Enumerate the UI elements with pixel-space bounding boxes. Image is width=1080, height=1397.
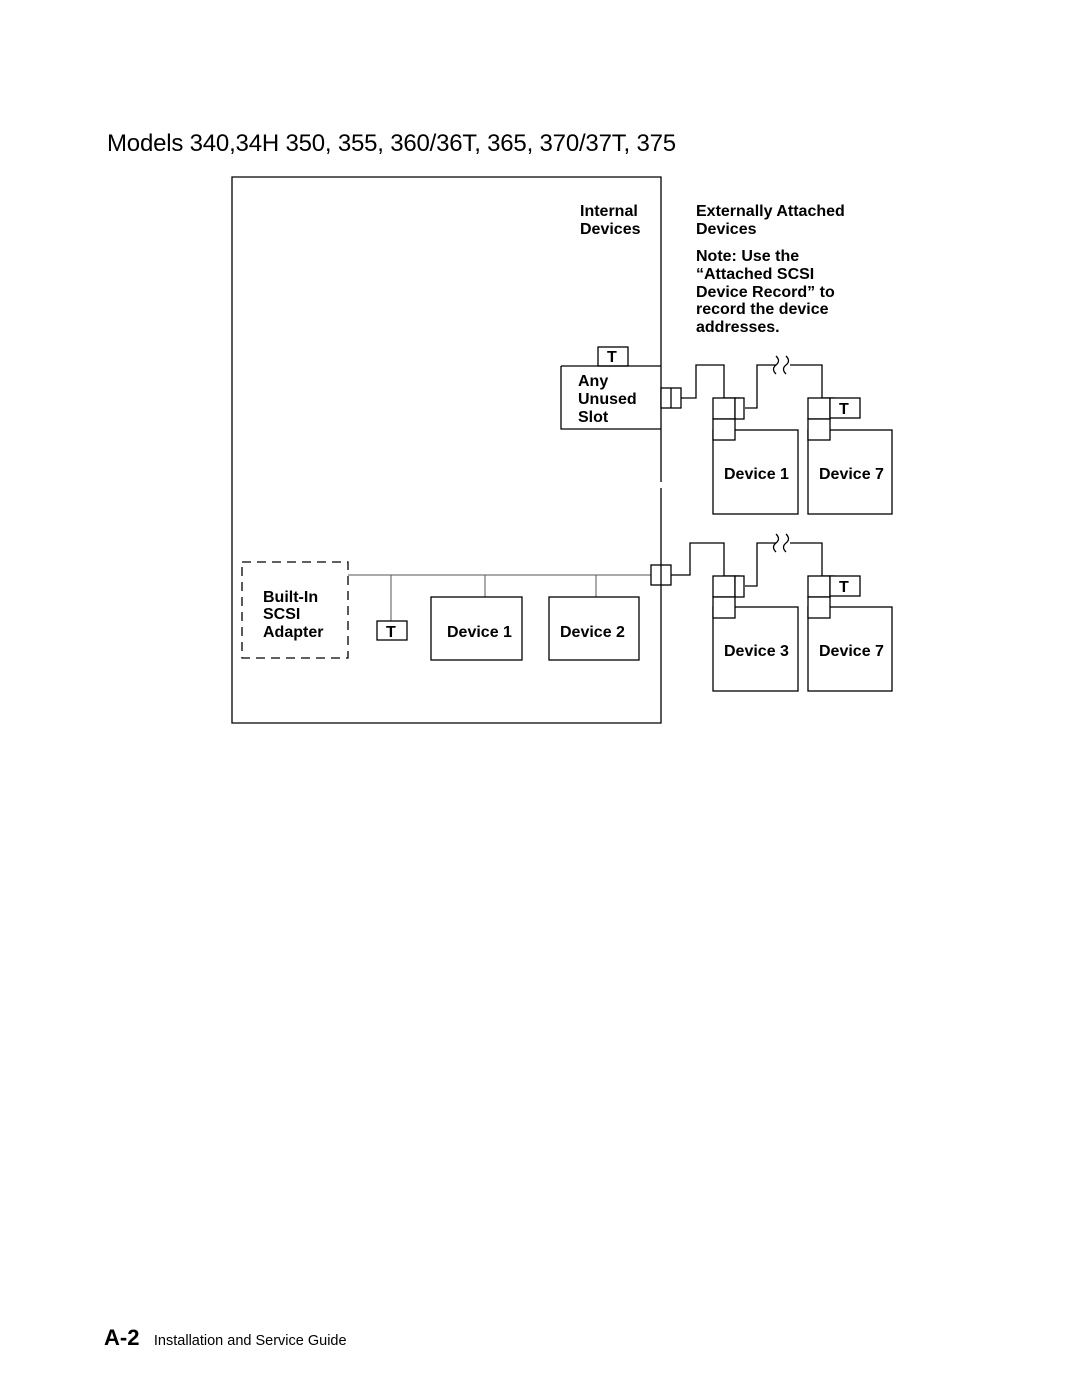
page-footer: A-2 Installation and Service Guide	[104, 1325, 347, 1351]
ext-terminator-1-label: T	[839, 401, 849, 418]
unused-slot-box	[560, 365, 661, 430]
internal-terminator-label: T	[386, 624, 396, 641]
ext-device-7b-box	[807, 606, 893, 692]
unused-slot-label-2: Unused	[578, 391, 637, 408]
internal-terminator	[376, 620, 408, 641]
ext-device-3-label: Device 3	[724, 643, 789, 660]
ext-terminator-2	[829, 575, 861, 597]
ext-device-1-box	[712, 429, 799, 515]
unused-slot-label-1: Any	[578, 373, 608, 390]
adapter-label-1: Built-In	[263, 589, 318, 606]
cable-break-icon	[772, 355, 790, 375]
ext-device-3-port	[712, 575, 736, 598]
chain2-cable-c	[790, 542, 835, 577]
ext-device-3-box	[712, 606, 799, 692]
chain2-cable-a	[671, 542, 740, 577]
internal-device-2-label: Device 2	[560, 624, 625, 641]
ext-device-1-port	[712, 397, 736, 420]
external-devices-label-2: Devices	[696, 221, 757, 238]
internal-devices-label-1: Internal	[580, 203, 638, 220]
page-number: A-2	[104, 1325, 140, 1350]
chain1-cable-b	[745, 364, 776, 409]
external-devices-label-1: Externally Attached	[696, 203, 845, 220]
internal-device-2-box	[548, 596, 640, 661]
note-line-2: “Attached SCSI	[696, 266, 814, 283]
ext-device-1-label: Device 1	[724, 466, 789, 483]
ext-device-7a-label: Device 7	[819, 466, 884, 483]
chain1-cable-a	[681, 364, 740, 399]
ext-terminator-1	[829, 397, 861, 419]
page-title: Models 340,34H 350, 355, 360/36T, 365, 3…	[107, 130, 676, 157]
ext-device-7b-port	[807, 575, 831, 598]
ext-terminator-2-label: T	[839, 579, 849, 596]
ext-device-7b-label: Device 7	[819, 643, 884, 660]
note-line-3: Device Record” to	[696, 284, 835, 301]
guide-title: Installation and Service Guide	[153, 1333, 347, 1349]
ext-device-7a-box	[807, 429, 893, 515]
adapter-label-2: SCSI	[263, 606, 300, 623]
ext-device-7a-port	[807, 397, 831, 420]
note: Note: Use the “Attached SCSI Device Reco…	[696, 248, 835, 336]
builtin-adapter-box	[241, 561, 349, 659]
note-line-4: record the device	[696, 301, 829, 318]
chain1-cable-c	[790, 364, 835, 399]
cable-break-icon	[772, 533, 790, 553]
chain2-cable-b	[745, 542, 776, 587]
internal-devices-label-2: Devices	[580, 221, 641, 238]
note-line-1: Note: Use the	[696, 248, 799, 265]
slot-terminator-label: T	[607, 349, 617, 366]
note-line-5: addresses.	[696, 319, 780, 336]
internal-device-1-box	[430, 596, 523, 661]
unused-slot-label-3: Slot	[578, 409, 609, 426]
adapter-label-3: Adapter	[263, 624, 323, 641]
internal-device-1-label: Device 1	[447, 624, 512, 641]
system-unit-outline	[231, 176, 662, 724]
